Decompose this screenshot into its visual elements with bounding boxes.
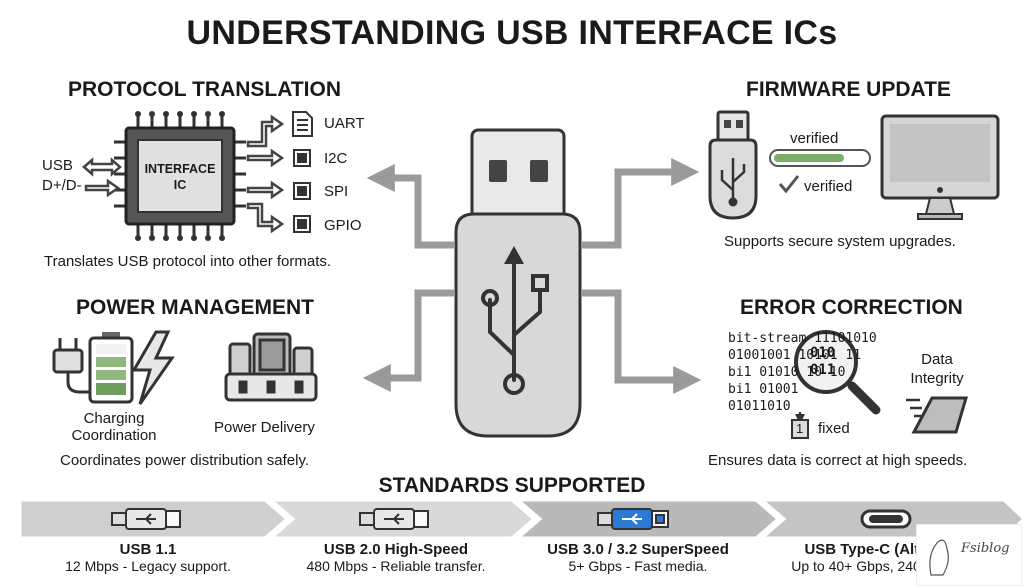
firmware-usb-stick-icon [708,110,758,220]
chip-label-line-1: INTERFACE [144,162,216,176]
integrity-label-line-2: Integrity [910,370,964,387]
bit-line: bi1 01001 [728,382,799,397]
connector-arrows [362,158,702,394]
data-integrity-icon [906,396,969,434]
data-integrity-label: Data Integrity [900,350,974,388]
watermark-text: Fsiblog [961,541,1010,556]
power-delivery-label: Power Delivery [214,419,315,436]
error-correction-heading: ERROR CORRECTION [740,296,963,319]
verification-progress-bar [769,149,871,167]
charging-coordination-label: Charging Coordination [58,410,170,444]
standard-name: USB 1.1 [119,541,177,558]
bit-line: bi1 01010 10 10 [728,365,846,380]
charging-label-line-1: Charging [83,410,145,427]
integrity-label-line-1: Data [921,351,953,368]
output-spi: SPI [324,183,349,200]
standard-name: USB 3.0 / 3.2 SuperSpeed [547,541,729,558]
bit-line: 01011010 [728,399,791,414]
usb-label: USB [42,157,73,174]
battery-icon [88,332,134,404]
bit-line: bit-stream 11101010 [728,331,877,346]
progress-fill [774,154,844,162]
usb-connector-icons [111,508,912,530]
standard-desc: 12 Mbps - Legacy support. [65,558,231,574]
standard-usb-2-0: USB 2.0 High-Speed 480 Mbps - Reliable t… [278,541,514,574]
usb-pins-label: D+/D- [42,177,82,194]
output-i2c: I2C [324,150,348,167]
standard-usb-3: USB 3.0 / 3.2 SuperSpeed 5+ Gbps - Fast … [520,541,756,574]
output-uart: UART [324,115,365,132]
fixed-label: fixed [818,420,850,437]
output-gpio: GPIO [324,217,362,234]
interface-ic-chip-icon [114,111,246,241]
standard-name: USB 2.0 High-Speed [323,541,469,558]
lightning-icon [131,330,175,405]
lens-bit-line: 011 [810,362,836,378]
usb-type-c-connector-icon [860,509,912,529]
charging-label-line-2: Coordination [71,427,157,444]
standard-usb-1-1: USB 1.1 12 Mbps - Legacy support. [30,541,266,574]
fixed-bit-value: 1 [796,421,804,436]
standards-chevron-band [18,498,1024,540]
standard-desc: 5+ Gbps - Fast media. [568,558,708,574]
usb-3-connector-icon [597,508,669,530]
protocol-caption: Translates USB protocol into other forma… [44,253,332,270]
standards-heading: STANDARDS SUPPORTED [378,474,646,497]
usb-1-1-connector-icon [111,508,181,530]
error-caption: Ensures data is correct at high speeds. [708,452,968,469]
page-title: UNDERSTANDING USB INTERFACE ICs [186,14,838,52]
power-caption: Coordinates power distribution safely. [60,452,310,469]
usb-2-0-connector-icon [359,508,429,530]
verified-check-label: verified [804,178,853,195]
verified-status-label: verified [790,130,839,147]
check-icon [778,175,800,194]
lens-bit-line: 010 [810,345,836,361]
standard-desc: 480 Mbps - Reliable transfer. [306,558,486,574]
protocol-icons [292,111,313,233]
protocol-translation-heading: PROTOCOL TRANSLATION [68,78,341,101]
magnifier-icon [794,330,881,415]
power-management-heading: POWER MANAGEMENT [76,296,314,319]
watermark-figure-icon [929,539,949,576]
power-plug-icon [52,338,90,394]
watermark-logo: Fsiblog [916,524,1022,586]
firmware-update-heading: FIRMWARE UPDATE [746,78,951,101]
power-delivery-dock-icon [224,332,318,402]
chip-label: INTERFACE IC [138,161,222,193]
bit-line: 01001001 10101 11 [728,348,862,363]
usb-drive-icon [454,128,582,438]
monitor-icon [880,114,1000,220]
fixed-bit-box [791,419,809,439]
bit-stream-block: bit-stream 11101010 01001001 10101 11 bi… [728,330,877,415]
magnified-bits: 010 011 [810,345,835,379]
firmware-caption: Supports secure system upgrades. [724,233,956,250]
chip-label-line-2: IC [173,178,187,192]
